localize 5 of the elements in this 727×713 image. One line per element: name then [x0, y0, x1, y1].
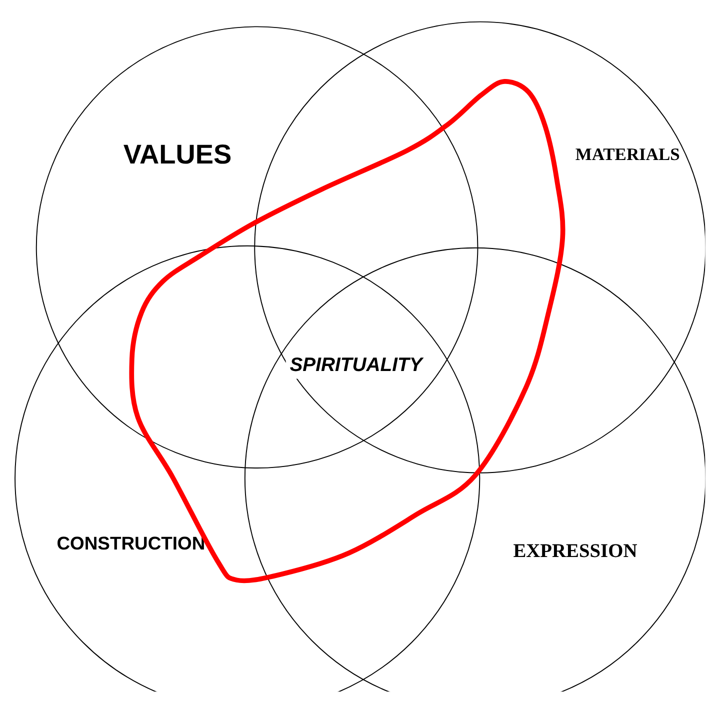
venn-circle — [36, 26, 478, 468]
circle-label: CONSTRUCTION — [56, 535, 206, 556]
circle-label: VALUES — [123, 140, 232, 170]
circle-label: EXPRESSION — [513, 540, 638, 562]
circle-label: MATERIALS — [575, 146, 680, 165]
